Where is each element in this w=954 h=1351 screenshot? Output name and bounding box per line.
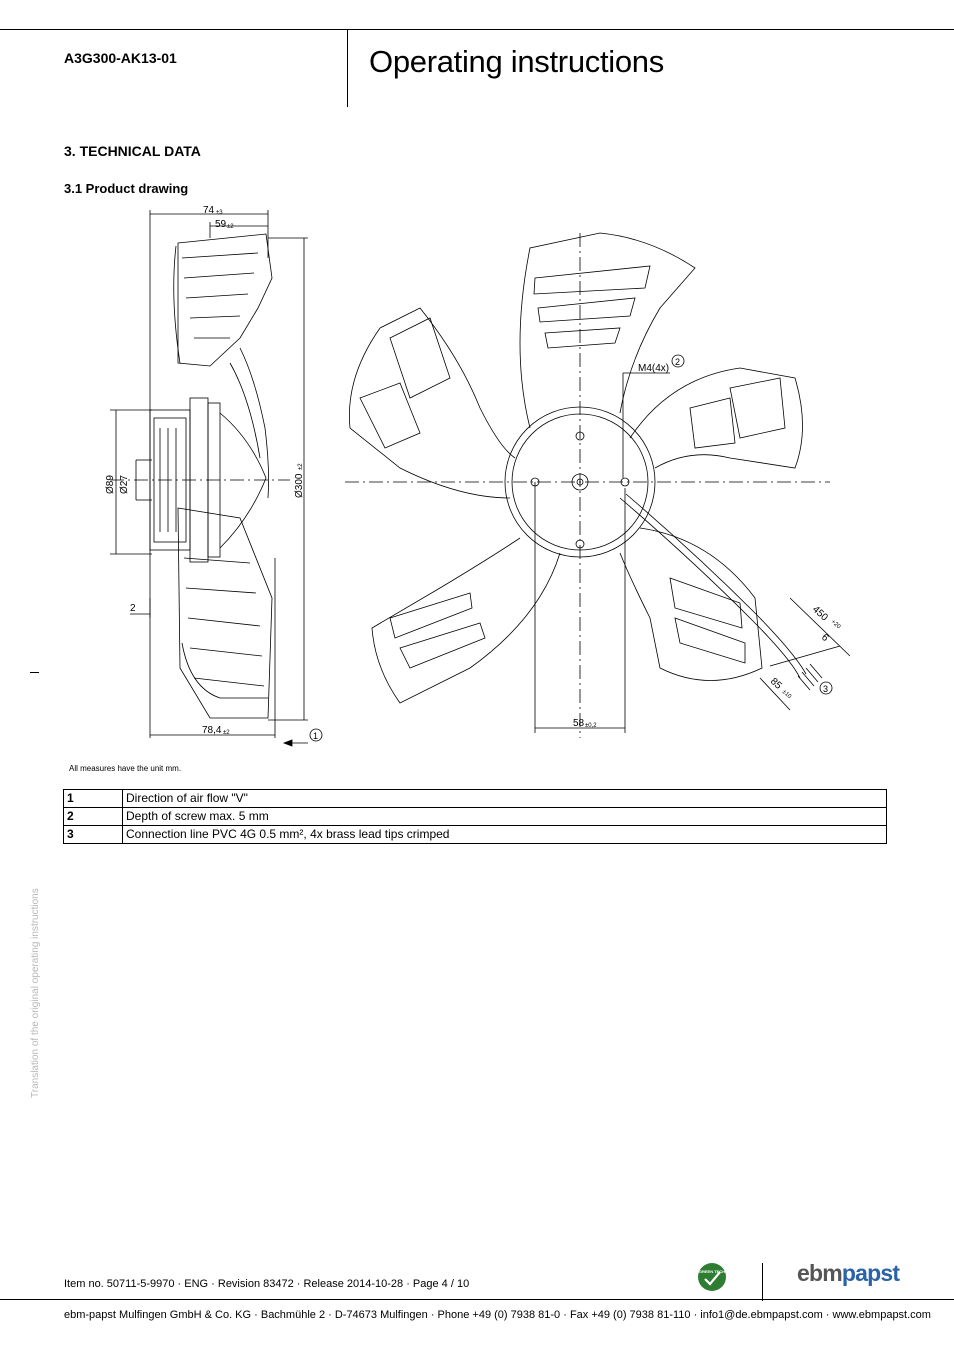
- logo-part-ebm: ebm: [797, 1260, 843, 1286]
- dim-27: Ø27: [119, 475, 130, 494]
- footer-company-line: ebm-papst Mulfingen GmbH & Co. KG · Bach…: [64, 1309, 931, 1321]
- table-row: 2 Depth of screw max. 5 mm: [63, 807, 887, 826]
- product-code: A3G300-AK13-01: [64, 50, 177, 66]
- dim-784: 78,4: [202, 725, 222, 736]
- tol-58: ±0,2: [585, 723, 597, 729]
- dim-58: 58: [573, 718, 585, 729]
- footer-logo-divider: [762, 1263, 763, 1301]
- tol-74: ±3: [216, 210, 223, 216]
- margin-tick: [30, 672, 39, 673]
- callout-1: 1: [313, 731, 318, 741]
- front-view: [345, 232, 850, 738]
- callout-2: 2: [675, 357, 680, 367]
- green-tech-badge: GREEN TECH: [698, 1263, 726, 1291]
- table-row: 1 Direction of air flow "V": [63, 789, 887, 808]
- tol-85: ±10: [781, 689, 793, 701]
- logo-part-papst: papst: [841, 1260, 900, 1286]
- page-title: Operating instructions: [369, 44, 664, 79]
- tol-59: ±2: [227, 224, 234, 230]
- dim-2: 2: [130, 603, 136, 614]
- units-note: All measures have the unit mm.: [69, 764, 182, 773]
- m4-label: M4(4x): [638, 363, 669, 374]
- legend-text: Connection line PVC 4G 0.5 mm², 4x brass…: [122, 825, 887, 844]
- legend-table: 1 Direction of air flow "V" 2 Depth of s…: [63, 789, 887, 844]
- table-row: 3 Connection line PVC 4G 0.5 mm², 4x bra…: [63, 825, 887, 844]
- dim-89: Ø89: [105, 475, 116, 494]
- section-heading: 3. TECHNICAL DATA: [64, 143, 201, 159]
- legend-number: 2: [63, 807, 123, 826]
- legend-number: 3: [63, 825, 123, 844]
- tol-784: ±2: [223, 730, 230, 736]
- side-view: [110, 210, 323, 747]
- footer-rule: [0, 1299, 954, 1300]
- legend-text: Depth of screw max. 5 mm: [122, 807, 887, 826]
- legend-number: 1: [63, 789, 123, 808]
- tol-300: ±2: [298, 463, 304, 470]
- product-drawing: 74 ±3 59 ±2 Ø89 Ø27 Ø300 ±2 2 78,4 ±2 1: [105, 205, 850, 747]
- dim-6: 6: [819, 632, 831, 644]
- footer-item-line: Item no. 50711-5-9970 · ENG · Revision 8…: [64, 1278, 470, 1290]
- dim-59: 59: [215, 219, 227, 230]
- header-divider: [347, 29, 348, 107]
- ebmpapst-logo: ebmpapst: [797, 1260, 900, 1287]
- green-tech-badge-label: GREEN TECH: [699, 1269, 725, 1274]
- tol-450: +20: [830, 619, 842, 631]
- translation-side-note: Translation of the original operating in…: [30, 888, 41, 1098]
- dim-300: Ø300: [294, 473, 305, 498]
- legend-text: Direction of air flow "V": [122, 789, 887, 808]
- callout-3: 3: [823, 684, 828, 694]
- subsection-heading: 3.1 Product drawing: [64, 181, 189, 196]
- header-top-rule: [0, 29, 954, 30]
- dim-74: 74: [203, 205, 215, 216]
